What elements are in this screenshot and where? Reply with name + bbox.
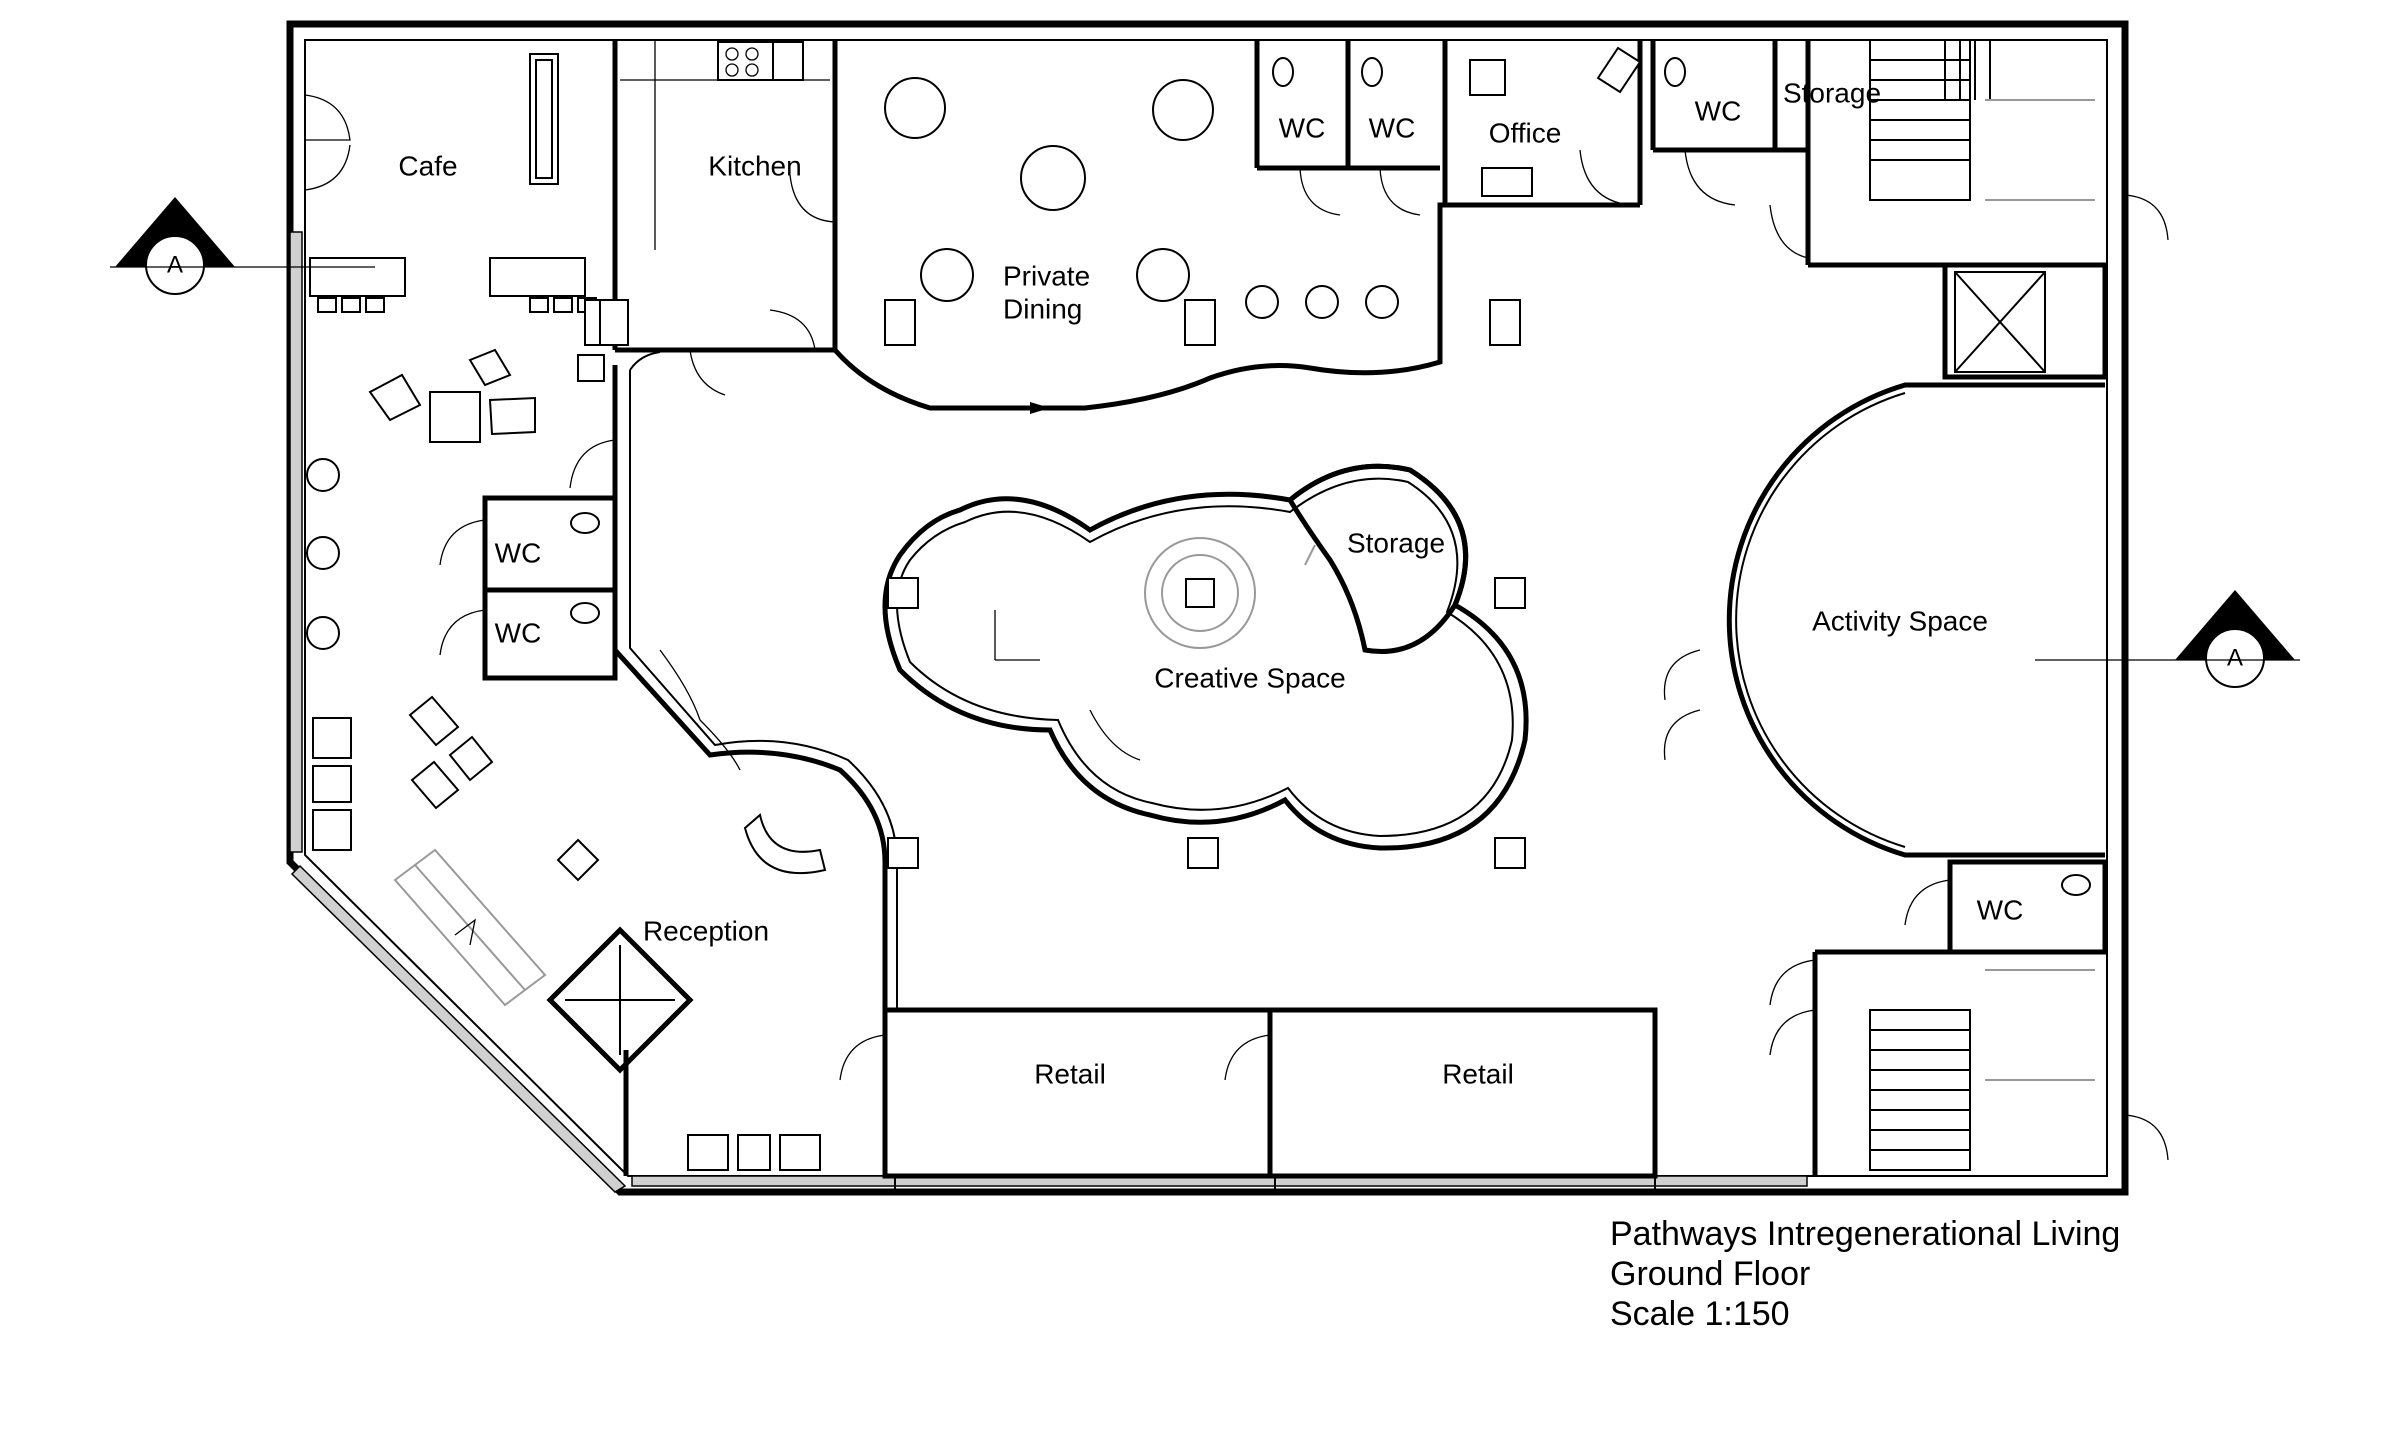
title-line-1: Pathways Intregenerational Living <box>1610 1215 2120 1253</box>
label-cafe: Cafe <box>398 150 457 181</box>
title-line-3: Scale 1:150 <box>1610 1295 1790 1333</box>
label-wc-5: WC <box>495 617 542 648</box>
structural-columns <box>599 299 1526 869</box>
label-kitchen: Kitchen <box>708 150 801 181</box>
label-private-dining-2: Dining <box>1003 293 1082 324</box>
label-retail-2: Retail <box>1442 1058 1514 1089</box>
escalator <box>393 848 547 1007</box>
label-storage-top: Storage <box>1783 77 1881 108</box>
dining-tables <box>884 77 1399 346</box>
door-swings <box>304 94 2169 1161</box>
label-storage-pod: Storage <box>1347 527 1445 558</box>
label-office: Office <box>1489 117 1562 148</box>
label-wc-3: WC <box>1695 95 1742 126</box>
section-letter-right: A <box>2227 644 2243 671</box>
label-activity-space: Activity Space <box>1812 605 1988 636</box>
label-retail-1: Retail <box>1034 1058 1106 1089</box>
room-labels: Cafe Kitchen Private Dining WC WC Office… <box>398 77 2023 1089</box>
reception-lift <box>546 926 694 1074</box>
dining-entrance <box>930 402 1085 414</box>
title-block: Pathways Intregenerational Living Ground… <box>1610 1215 2120 1333</box>
lift-shaft <box>1954 271 2046 373</box>
label-wc-4: WC <box>495 537 542 568</box>
interior-walls <box>482 40 2108 1179</box>
section-letter-left: A <box>167 251 183 278</box>
cafe-furniture <box>306 53 827 1171</box>
label-wc-1: WC <box>1279 112 1326 143</box>
label-reception: Reception <box>643 915 769 946</box>
label-private-dining-1: Private <box>1003 260 1090 291</box>
creative-space-outline <box>882 463 1529 851</box>
label-wc-6: WC <box>1977 894 2024 925</box>
title-line-2: Ground Floor <box>1610 1255 1810 1293</box>
label-creative-space: Creative Space <box>1154 662 1345 693</box>
section-marker-left: A <box>110 197 375 295</box>
stairs-bottom-right <box>1869 969 2095 1171</box>
stairs-top-right <box>1869 39 2095 201</box>
sanitary-fixtures <box>570 46 2091 896</box>
section-marker-right: A <box>2035 590 2300 688</box>
label-wc-2: WC <box>1369 112 1416 143</box>
